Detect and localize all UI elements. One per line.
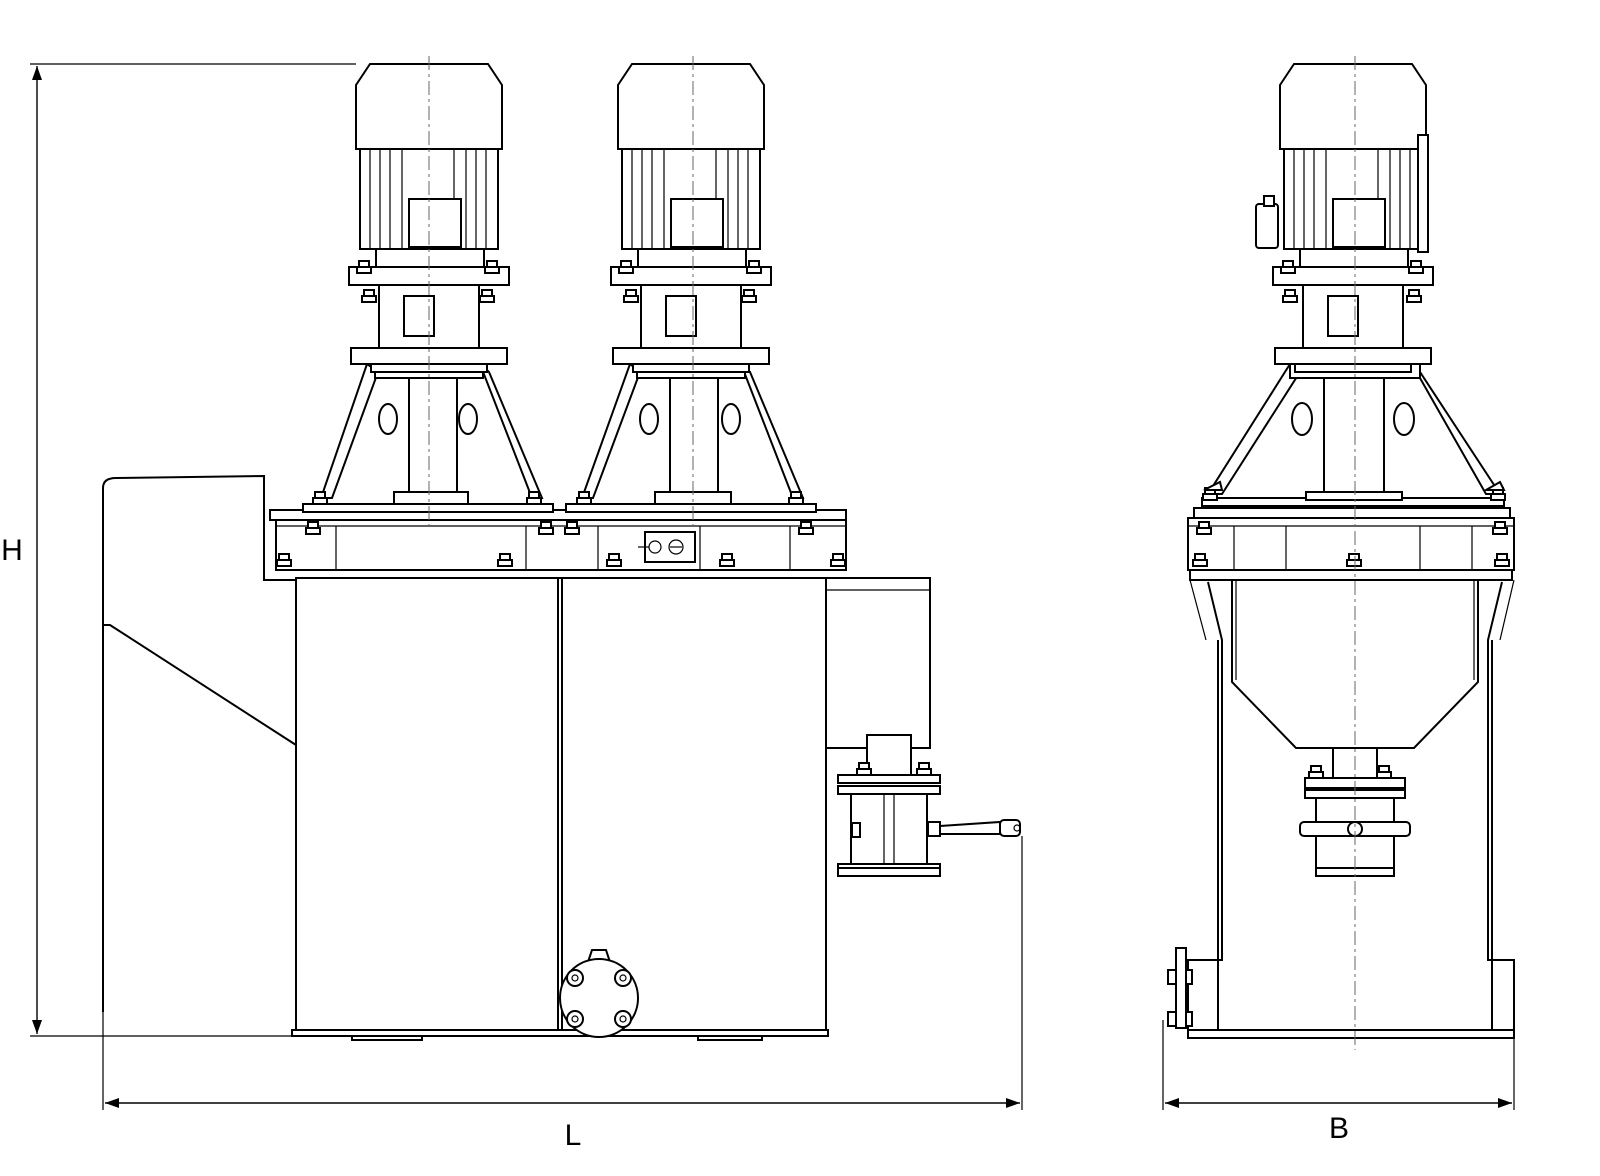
length-label: L: [565, 1119, 582, 1152]
support-frame: [269, 509, 847, 571]
motor-right: [610, 63, 772, 373]
motor-side: [1255, 63, 1434, 373]
drain-flange: [559, 949, 639, 1038]
side-view: [1167, 56, 1515, 1050]
side-bracket: [1167, 947, 1193, 1029]
mixer-stand-left: [302, 349, 554, 513]
width-label: B: [1329, 1112, 1349, 1145]
dimension-h: H: [1, 63, 420, 1037]
outlet-valve: [837, 734, 1021, 877]
dimension-l: L: [102, 836, 1023, 1152]
dimension-b: B: [1162, 1020, 1515, 1145]
height-label: H: [1, 534, 23, 567]
front-view: [102, 56, 1021, 1041]
outlet-box: [825, 577, 931, 749]
side-chute: [102, 474, 297, 1012]
mixer-stand-right: [565, 349, 817, 513]
